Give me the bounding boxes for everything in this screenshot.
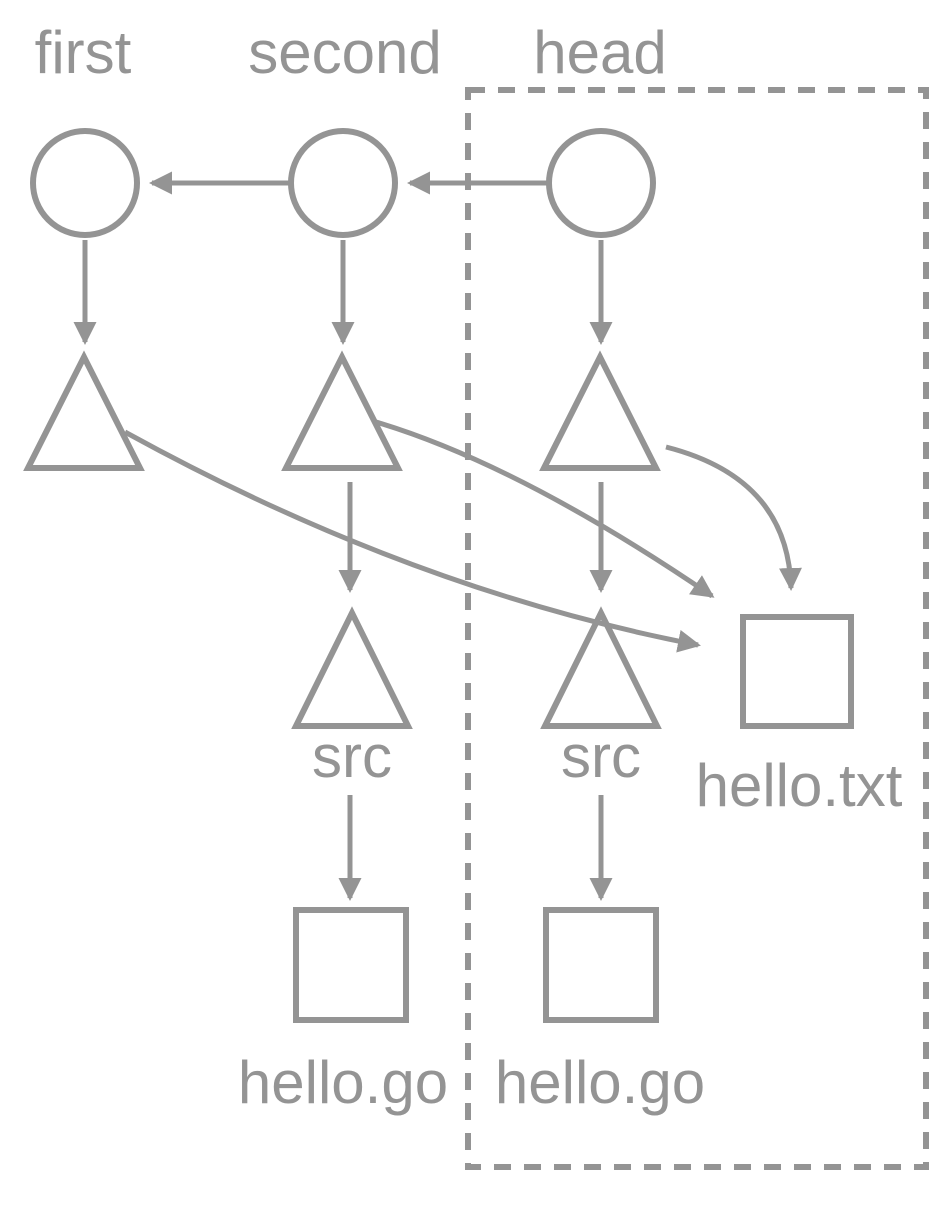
tree-triangle-second — [281, 350, 403, 471]
commit-circle-second — [288, 128, 398, 238]
arrow-first-tree-to-hello-txt — [123, 429, 701, 653]
blob-label-hello-go-second: hello.go — [237, 1049, 449, 1116]
commit-circle-first — [30, 128, 140, 238]
ref-label-second: second — [248, 19, 442, 86]
arrow-second-tree-to-hello-txt — [375, 419, 715, 599]
tree-triangle-head — [539, 350, 661, 471]
ref-label-head: head — [533, 19, 667, 86]
src-tree-triangle-head — [540, 606, 662, 729]
blob-square-hello-go-head — [543, 907, 659, 1023]
blob-label-hello-txt: hello.txt — [695, 752, 903, 819]
head-snapshot-dashed-boundary — [465, 87, 929, 1170]
tree-triangle-first — [23, 350, 145, 471]
ref-label-first: first — [34, 19, 132, 86]
tree-label-src-head: src — [561, 723, 641, 790]
commit-circle-head — [546, 128, 656, 238]
tree-label-src-second: src — [312, 723, 392, 790]
src-tree-triangle-second — [291, 606, 413, 729]
blob-square-hello-go-second — [293, 907, 409, 1023]
arrow-head-tree-to-hello-txt — [665, 444, 802, 591]
blob-square-hello-txt — [740, 614, 854, 729]
blob-label-hello-go-head: hello.go — [494, 1049, 706, 1116]
